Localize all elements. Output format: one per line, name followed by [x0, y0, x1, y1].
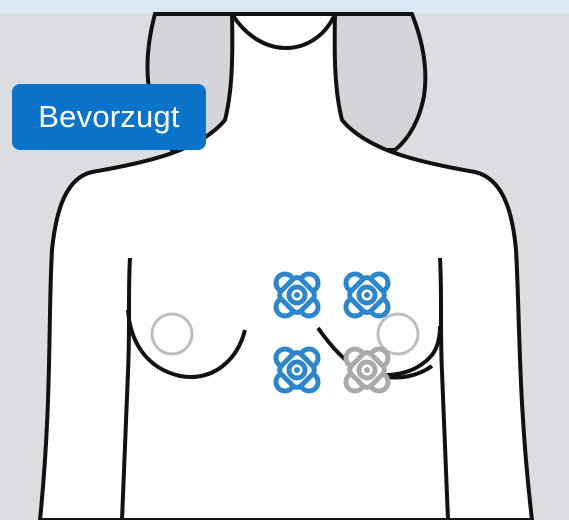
electrode-icon [346, 274, 388, 316]
electrode-icon [276, 274, 318, 316]
electrode-center [294, 292, 300, 298]
electrode-icon [346, 349, 388, 391]
electrode-top-right[interactable] [346, 274, 388, 316]
electrode-icon [276, 349, 318, 391]
electrode-center [294, 367, 300, 373]
electrode-bottom-left[interactable] [276, 349, 318, 391]
electrode-bottom-right[interactable] [346, 349, 388, 391]
preferred-badge: Bevorzugt [12, 84, 206, 150]
electrode-center [364, 367, 370, 373]
electrode-top-left[interactable] [276, 274, 318, 316]
electrode-center [364, 292, 370, 298]
